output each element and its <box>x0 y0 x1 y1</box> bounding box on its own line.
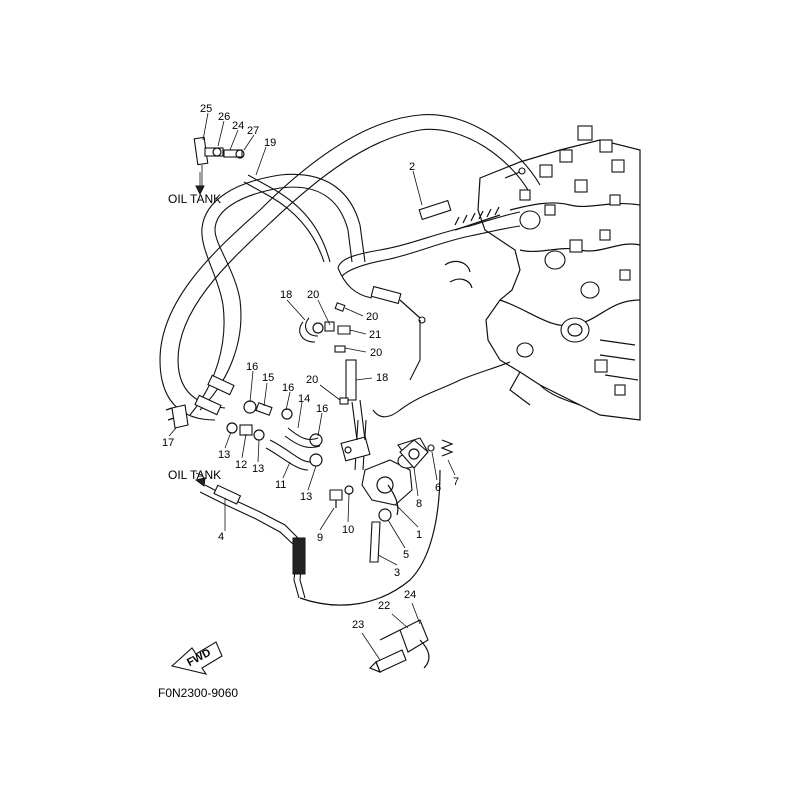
engine-block <box>444 125 641 421</box>
oil-hose-loops <box>159 114 541 421</box>
small-parts <box>165 136 454 674</box>
oil-tank-label-bottom: OIL TANK <box>168 468 221 482</box>
callout-25: 22 <box>378 600 390 612</box>
callout-24b: 27 <box>247 125 259 137</box>
fwd-arrow-icon <box>170 641 223 675</box>
callout-19: 19 <box>264 137 276 149</box>
arrows <box>194 172 206 487</box>
callout-10: 10 <box>342 524 354 536</box>
callout-18a: 18 <box>280 289 292 301</box>
callout-15: 15 <box>262 372 274 384</box>
callout-13a: 13 <box>218 449 230 461</box>
callout-8: 8 <box>416 498 422 510</box>
diagram-code: F0N2300-9060 <box>158 686 238 700</box>
callout-9: 9 <box>317 532 323 544</box>
callout-3: 3 <box>394 567 400 579</box>
callout-22: 24 <box>232 120 244 132</box>
callout-14: 14 <box>298 393 310 405</box>
callout-27: 24 <box>404 589 416 601</box>
callout-26: 23 <box>352 619 364 631</box>
callout-18b: 18 <box>376 372 388 384</box>
callout-1: 1 <box>416 529 422 541</box>
callout-20c: 20 <box>370 347 382 359</box>
oil-tank-label-top: OIL TANK <box>168 192 221 206</box>
callout-7: 7 <box>453 476 459 488</box>
callout-4: 4 <box>218 531 224 543</box>
callout-labels: 25 26 24 27 19 2 18 20 20 21 20 18 20 16… <box>162 103 459 631</box>
cable-2 <box>337 167 526 324</box>
leader-lines <box>168 112 456 661</box>
callout-16a: 16 <box>246 361 258 373</box>
callout-5: 5 <box>403 549 409 561</box>
callout-16c: 16 <box>316 403 328 415</box>
callout-11: 11 <box>275 479 286 491</box>
callout-13c: 13 <box>300 491 312 503</box>
callout-6: 6 <box>435 482 441 494</box>
callout-13b: 13 <box>252 463 264 475</box>
callout-20b: 20 <box>366 311 378 323</box>
callout-20a: 20 <box>307 289 319 301</box>
callout-16b: 16 <box>282 382 294 394</box>
callout-24: 26 <box>218 111 230 123</box>
cable-4 <box>199 469 441 606</box>
callout-20d: 20 <box>306 374 318 386</box>
callout-12: 12 <box>235 459 247 471</box>
callout-21: 21 <box>369 329 381 341</box>
callout-2: 2 <box>409 161 415 173</box>
callout-23: 25 <box>200 103 212 115</box>
callout-17: 17 <box>162 437 174 449</box>
